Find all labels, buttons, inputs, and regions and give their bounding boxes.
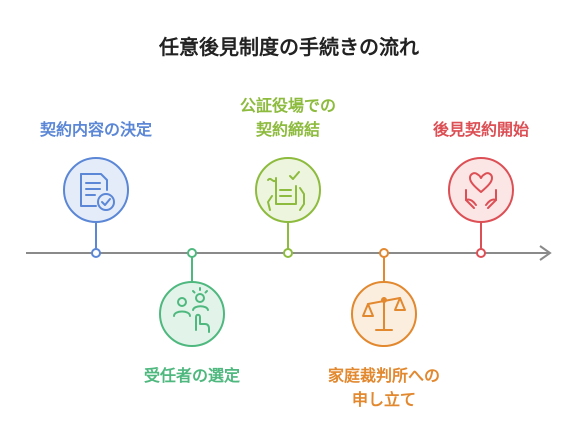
people-pointing-icon <box>173 287 210 333</box>
step-5-label: 後見契約開始 <box>432 120 529 139</box>
step-5-node <box>448 157 514 258</box>
step-1-node <box>63 157 129 258</box>
scales-icon <box>362 297 406 331</box>
diagram-title: 任意後見制度の手続きの流れ <box>159 35 419 59</box>
step-4-label: 家庭裁判所への 申し立て <box>327 366 440 409</box>
step-3-label: 公証役場での 契約締結 <box>239 96 336 139</box>
document-signing-icon <box>267 171 305 211</box>
hands-heart-icon <box>465 172 497 209</box>
document-check-icon <box>80 173 115 211</box>
step-1-label: 契約内容の決定 <box>39 120 152 139</box>
step-3-node <box>255 157 321 258</box>
step-2-label: 受任者の選定 <box>143 366 240 385</box>
timeline-arrowhead <box>539 245 552 261</box>
step-2-node <box>159 248 225 347</box>
step-4-node <box>351 248 417 347</box>
